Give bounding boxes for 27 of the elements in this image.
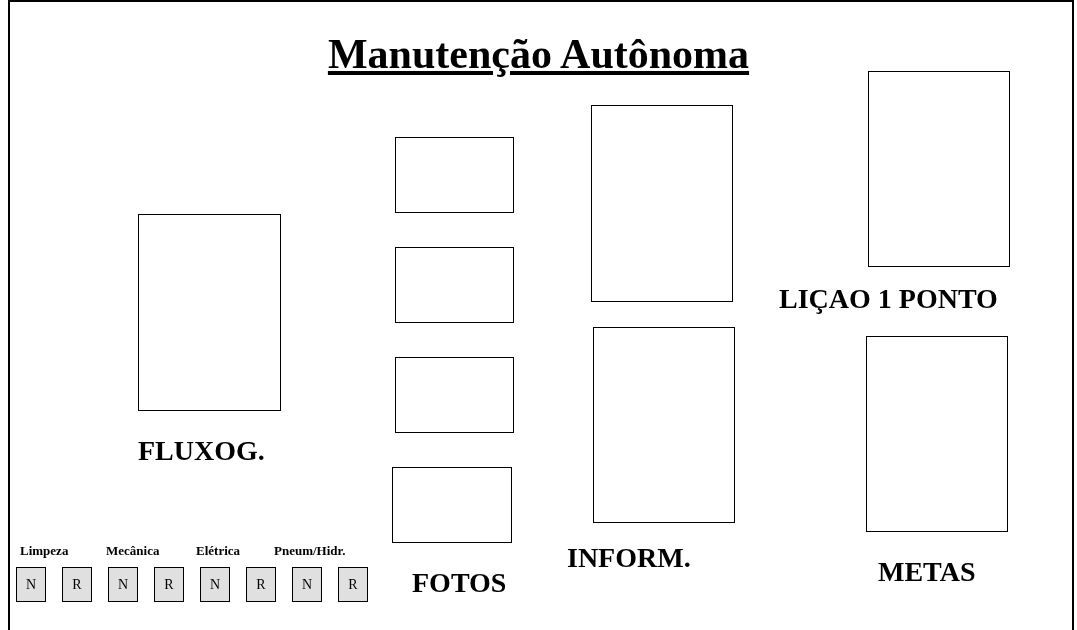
column-label: Elétrica [196,543,241,559]
empty-frame [868,71,1010,267]
empty-frame [866,336,1008,532]
status-box: R [62,567,92,602]
status-box: R [338,567,368,602]
column-label: Mecânica [106,543,160,559]
status-box: R [246,567,276,602]
empty-frame [395,357,514,433]
board-title: Manutenção Autônoma [327,31,750,77]
empty-frame [395,137,514,213]
empty-frame [138,214,281,411]
empty-frame [395,247,514,323]
section-caption: FLUXOG. [138,435,265,467]
empty-frame [593,327,735,523]
empty-frame [591,105,733,302]
status-box: N [200,567,230,602]
section-caption: LIÇAO 1 PONTO [779,283,998,315]
status-box: N [292,567,322,602]
section-caption: FOTOS [412,567,507,599]
status-box: R [154,567,184,602]
empty-frame [392,467,512,543]
section-caption: INFORM. [567,542,691,574]
section-caption: METAS [878,556,976,588]
column-label: Limpeza [20,543,69,559]
column-label: Pneum/Hidr. [274,543,346,559]
status-box: N [108,567,138,602]
status-box: N [16,567,46,602]
